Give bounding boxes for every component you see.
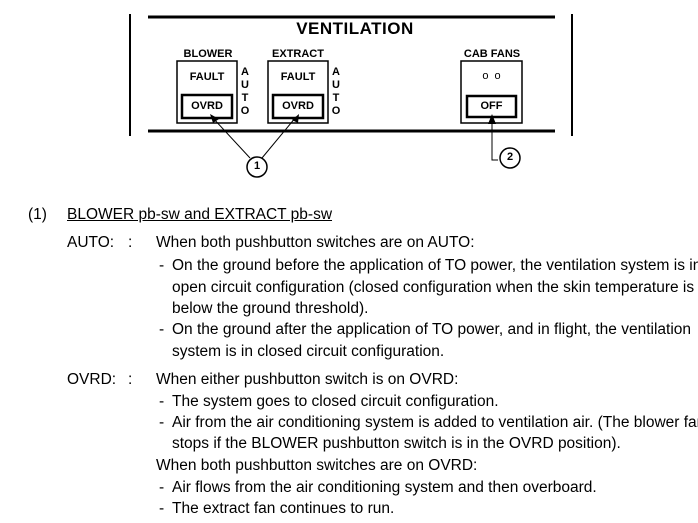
panel-title: VENTILATION (296, 19, 414, 38)
auto-term: AUTO: (67, 234, 115, 251)
extract-ovrd-legend[interactable]: OVRD (282, 100, 314, 112)
ventilation-panel-diagram: VENTILATION BLOWER FAULT OVRD A U T O EX… (0, 0, 698, 190)
callout-1-circle (246, 156, 268, 178)
ovrd-bullet-4-dash: - (159, 500, 165, 517)
extract-auto-a: A (332, 66, 340, 78)
ovrd-bullet-2-dash: - (159, 414, 165, 431)
extract-auto-u: U (332, 79, 340, 91)
cab-fans-label: CAB FANS (463, 48, 521, 60)
ovrd-bullet-1-line-1: The system goes to closed circuit config… (172, 393, 499, 410)
auto-bullet-2-dash: - (159, 321, 165, 338)
auto-bullet-2-line-2: system is in closed circuit configuratio… (172, 343, 445, 360)
ovrd-bullet-2-line-2: stops if the BLOWER pushbutton switch is… (172, 435, 621, 452)
panel-lines (129, 14, 573, 178)
auto-bullet-1-dash: - (159, 257, 165, 274)
ovrd-intro: When either pushbutton switch is on OVRD… (156, 371, 459, 388)
callout-2-number: 2 (506, 151, 514, 163)
section-number: (1) (28, 206, 47, 223)
blower-auto-t: T (241, 92, 249, 104)
ovrd-intro-2: When both pushbutton switches are on OVR… (156, 457, 478, 474)
callout-2-circle (499, 147, 521, 169)
extract-auto-o: O (331, 105, 341, 117)
blower-ovrd-box (180, 93, 234, 120)
ovrd-colon: : (128, 371, 133, 388)
ovrd-bullet-3-dash: - (159, 479, 165, 496)
auto-colon: : (128, 234, 133, 251)
auto-bullet-1-line-1: On the ground before the application of … (172, 257, 698, 274)
blower-label: BLOWER (183, 48, 233, 60)
extract-auto-t: T (332, 92, 340, 104)
extract-fault-legend: FAULT (280, 71, 316, 83)
section-title: BLOWER pb-sw and EXTRACT pb-sw (67, 206, 333, 223)
cab-fans-indicator-lights: o o (482, 70, 501, 82)
blower-auto-o: O (240, 105, 250, 117)
extract-label: EXTRACT (272, 48, 324, 60)
blower-auto-a: A (241, 66, 249, 78)
cab-fans-off-legend[interactable]: OFF (480, 100, 503, 112)
ovrd-bullet-2-line-1: Air from the air conditioning system is … (172, 414, 698, 431)
blower-auto-u: U (241, 79, 249, 91)
ovrd-bullet-4-line-1: The extract fan continues to run. (172, 500, 395, 517)
auto-bullet-1-line-2: open circuit configuration (closed confi… (172, 279, 695, 296)
ovrd-bullet-1-dash: - (159, 393, 165, 410)
blower-ovrd-legend[interactable]: OVRD (191, 100, 223, 112)
ovrd-term: OVRD: (67, 371, 117, 388)
callout-1-number: 1 (253, 160, 261, 172)
auto-intro: When both pushbutton switches are on AUT… (156, 234, 475, 251)
auto-bullet-1-line-3: below the ground threshold). (172, 300, 369, 317)
ovrd-bullet-3-line-1: Air flows from the air conditioning syst… (172, 479, 597, 496)
auto-bullet-2-line-1: On the ground after the application of T… (172, 321, 692, 338)
blower-fault-legend: FAULT (189, 71, 225, 83)
